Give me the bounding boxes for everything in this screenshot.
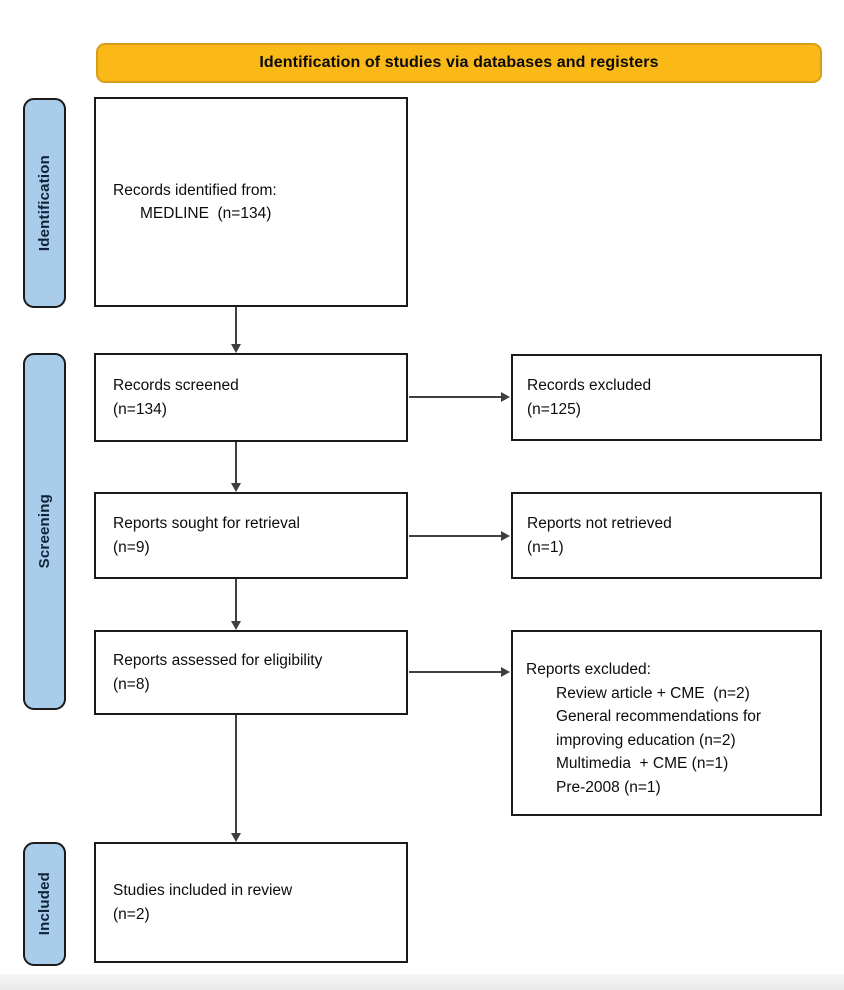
arrow-shaft <box>234 715 237 833</box>
arrow-assessed-to-reports-excluded-icon <box>409 667 510 677</box>
arrow-shaft <box>234 579 237 621</box>
records-screened-line1: Records screened <box>113 377 239 394</box>
arrow-identified-to-screened-icon <box>230 307 241 353</box>
reports-excluded-item: Multimedia + CME (n=1) <box>556 755 729 772</box>
stage-label-screening-text: Screening <box>36 494 53 569</box>
stage-label-included-text: Included <box>36 872 53 936</box>
stage-label-identification-text: Identification <box>36 154 53 252</box>
box-records-excluded: Records excluded (n=125) <box>511 354 822 441</box>
arrow-shaft <box>409 396 501 398</box>
arrow-head-right-icon <box>501 667 510 677</box>
arrow-sought-to-not-retrieved-icon <box>409 531 510 541</box>
arrow-shaft <box>234 442 237 483</box>
arrow-head-down-icon <box>230 483 241 492</box>
reports-excluded-item: General recommendations for improving ed… <box>556 708 766 749</box>
records-excluded-line1: Records excluded <box>527 377 652 394</box>
arrow-shaft <box>234 307 237 344</box>
arrow-head-down-icon <box>230 344 241 353</box>
reports-sought-line1: Reports sought for retrieval <box>113 515 300 532</box>
reports-sought-line2: (n=9) <box>113 538 150 556</box>
box-records-identified: Records identified from: MEDLINE (n=134) <box>94 97 408 307</box>
stage-label-screening: Screening <box>23 353 66 710</box>
page-bottom-strip <box>0 974 844 990</box>
arrow-head-right-icon <box>501 531 510 541</box>
records-identified-line1: Records identified from: <box>113 181 277 199</box>
records-excluded-line2: (n=125) <box>527 400 581 418</box>
arrow-head-right-icon <box>501 392 510 402</box>
reports-excluded-title: Reports excluded: <box>526 661 651 678</box>
stage-label-identification: Identification <box>23 98 66 308</box>
banner-label: Identification of studies via databases … <box>259 54 659 71</box>
studies-included-line2: (n=2) <box>113 905 150 923</box>
arrow-head-down-icon <box>230 833 241 842</box>
banner-identification-of-studies: Identification of studies via databases … <box>96 43 822 83</box>
arrow-shaft <box>409 671 501 673</box>
box-reports-sought: Reports sought for retrieval (n=9) <box>94 492 408 579</box>
box-records-screened: Records screened (n=134) <box>94 353 408 442</box>
arrow-screened-to-sought-icon <box>230 442 241 492</box>
arrow-assessed-to-included-icon <box>230 715 241 842</box>
arrow-sought-to-assessed-icon <box>230 579 241 630</box>
arrow-head-down-icon <box>230 621 241 630</box>
box-studies-included: Studies included in review (n=2) <box>94 842 408 963</box>
reports-not-retrieved-line1: Reports not retrieved <box>527 515 672 532</box>
box-reports-assessed: Reports assessed for eligibility (n=8) <box>94 630 408 715</box>
records-identified-line2: MEDLINE (n=134) <box>140 205 272 222</box>
box-reports-excluded: Reports excluded: Review article + CME (… <box>511 630 822 816</box>
studies-included-line1: Studies included in review <box>113 882 293 899</box>
reports-assessed-line1: Reports assessed for eligibility <box>113 652 323 669</box>
box-reports-not-retrieved: Reports not retrieved (n=1) <box>511 492 822 579</box>
reports-assessed-line2: (n=8) <box>113 675 150 693</box>
records-screened-line2: (n=134) <box>113 400 167 418</box>
reports-excluded-item: Pre-2008 (n=1) <box>556 778 661 796</box>
arrow-screened-to-excluded-icon <box>409 392 510 402</box>
arrow-shaft <box>409 535 501 537</box>
reports-not-retrieved-line2: (n=1) <box>527 538 564 556</box>
reports-excluded-items: Review article + CME (n=2) General recom… <box>526 682 812 800</box>
reports-excluded-item: Review article + CME (n=2) <box>556 684 750 702</box>
stage-label-included: Included <box>23 842 66 966</box>
